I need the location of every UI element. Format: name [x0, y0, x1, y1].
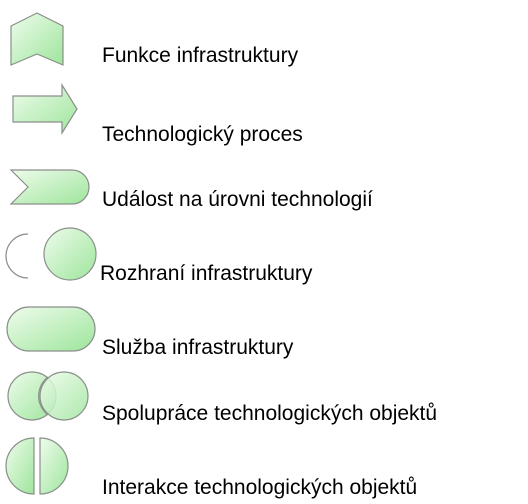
infrastructure-service-icon [6, 306, 96, 352]
legend-item-technology-event: Událost na úrovni technologií [0, 0, 528, 211]
legend-item-technology-process: Technologický proces [0, 0, 528, 146]
legend-label-technology-process: Technologický proces [102, 123, 303, 146]
technology-interaction-icon [5, 437, 69, 495]
legend-label-technology-collaboration: Spolupráce technologických objektů [102, 402, 438, 425]
technology-process-icon [12, 82, 78, 136]
legend-item-infrastructure-interface: Rozhraní infrastruktury [0, 0, 528, 285]
legend-label-technology-event: Událost na úrovni technologií [102, 188, 373, 211]
legend-item-technology-collaboration: Spolupráce technologických objektů [0, 0, 528, 425]
legend-label-infrastructure-interface: Rozhraní infrastruktury [100, 262, 313, 285]
legend-label-infrastructure-service: Služba infrastruktury [102, 336, 294, 359]
technology-collaboration-icon [7, 371, 89, 421]
legend-label-infrastructure-function: Funkce infrastruktury [102, 44, 299, 67]
legend-item-infrastructure-function: Funkce infrastruktury [0, 0, 528, 67]
technology-event-icon [9, 169, 90, 205]
legend-item-infrastructure-service: Služba infrastruktury [0, 0, 528, 359]
infrastructure-interface-icon [5, 227, 97, 281]
infrastructure-function-icon [10, 12, 64, 66]
legend-label-technology-interaction: Interakce technologických objektů [102, 476, 418, 499]
